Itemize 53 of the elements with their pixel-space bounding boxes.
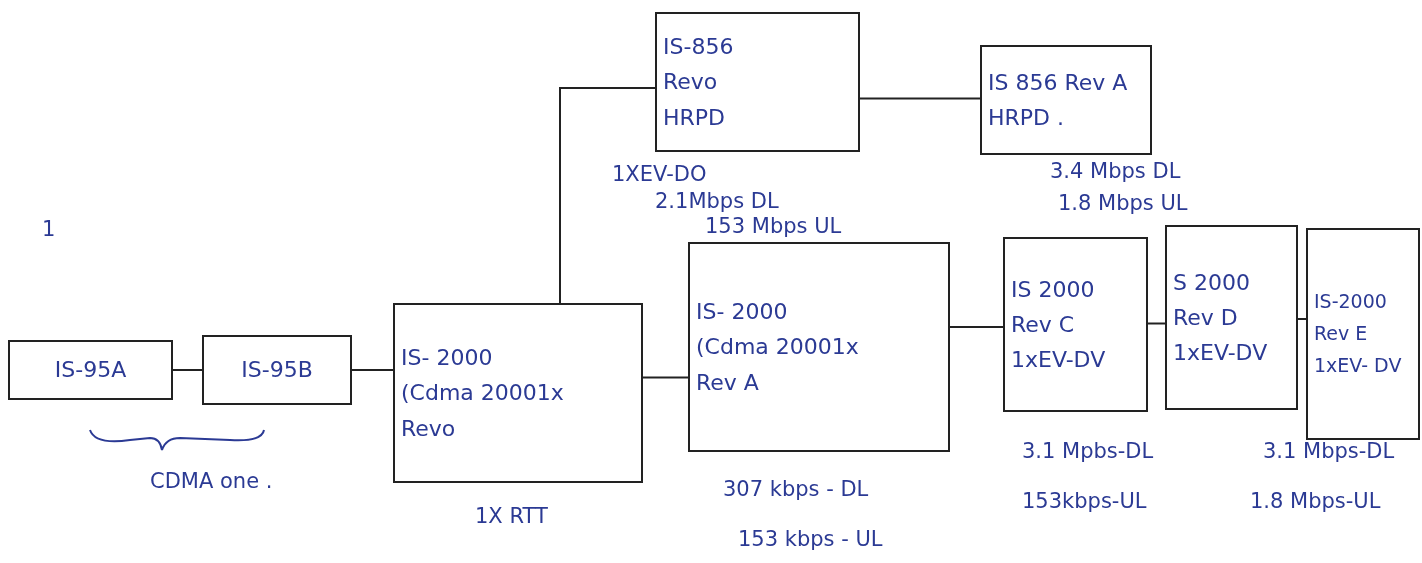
process-box [1306,228,1420,440]
connector-line [859,97,981,100]
box-text: Revo [663,69,718,95]
connector-line [559,87,656,304]
connector-line [1147,322,1166,325]
process-box [8,340,173,400]
rate-note: 153kbps-UL [1022,490,1147,514]
connector-line [642,376,689,379]
box-text: Revo [401,415,456,441]
rate-note: 1.8 Mbps UL [1058,192,1188,216]
box-text: IS-856 [663,34,734,60]
process-box [980,45,1152,155]
connector-line [351,369,394,371]
box-text: HRPD [663,104,726,130]
process-box [655,12,860,152]
connector-line [1297,318,1307,320]
box-text: Rev C [1011,311,1075,338]
connector-line [172,369,203,371]
box-text: (Cdma 20001x [401,380,564,406]
note-text: 1 [42,218,56,242]
connector-line [949,326,1004,328]
rate-note: 3.4 Mbps DL [1050,160,1181,184]
box-text: IS 856 Rev A [988,69,1128,95]
process-box [393,303,643,483]
box-text: 1xEV- DV [1314,354,1402,377]
box-text: Rev A [696,369,759,395]
box-text: IS- 2000 [696,299,788,325]
box-text: IS-2000 [1314,291,1387,314]
rate-note: 1.8 Mbps-UL [1250,490,1381,514]
rate-note: 1X RTT [475,505,548,529]
rate-note: 307 kbps - DL [723,478,869,502]
process-box [688,242,950,452]
rate-note: 153 kbps - UL [738,528,883,552]
rate-note: 2.1Mbps DL [655,190,779,214]
rate-note: 3.1 Mbps-DL [1263,440,1395,464]
process-box [1165,225,1298,410]
process-box [1003,237,1148,412]
rate-note: 3.1 Mpbs-DL [1022,440,1154,464]
box-text: (Cdma 20001x [696,334,859,360]
box-text: 1xEV-DV [1173,340,1268,366]
box-text: IS- 2000 [401,345,493,371]
note-text: CDMA one . [150,470,273,494]
process-box [202,335,352,405]
box-text: IS-95B [241,357,313,383]
box-text: HRPD . [988,105,1065,131]
rate-note: 153 Mbps UL [705,215,842,239]
box-text: Rev D [1173,304,1238,331]
box-text: IS-95A [54,357,127,383]
box-text: 1xEV-DV [1011,347,1106,373]
box-text: IS 2000 [1011,276,1095,302]
box-text: Rev E [1314,323,1368,345]
box-text: S 2000 [1173,269,1250,295]
rate-note: 1XEV-DO [612,163,707,187]
